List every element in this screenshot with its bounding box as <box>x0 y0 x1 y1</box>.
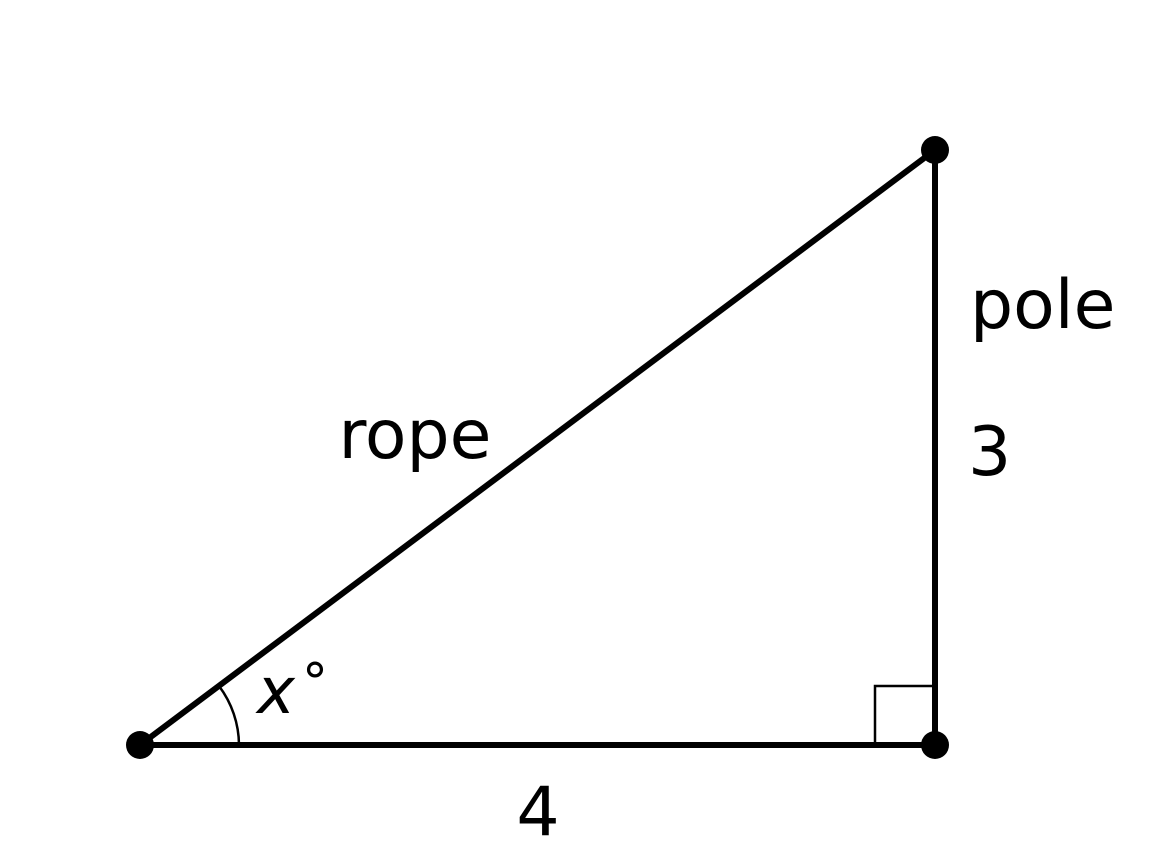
angle-variable-label: x <box>255 655 296 729</box>
vertex-top <box>921 136 949 164</box>
rope-segment <box>137 147 938 748</box>
vertex-right-angle <box>921 731 949 759</box>
pole-length-label: 3 <box>968 413 1011 492</box>
base-length-label: 4 <box>516 773 559 852</box>
right-angle-marker <box>873 684 935 745</box>
vertex-left <box>126 731 154 759</box>
pole-label: pole <box>970 266 1116 345</box>
rope-label: rope <box>338 396 491 475</box>
angle-arc <box>218 685 241 746</box>
degree-symbol: ° <box>302 653 328 713</box>
